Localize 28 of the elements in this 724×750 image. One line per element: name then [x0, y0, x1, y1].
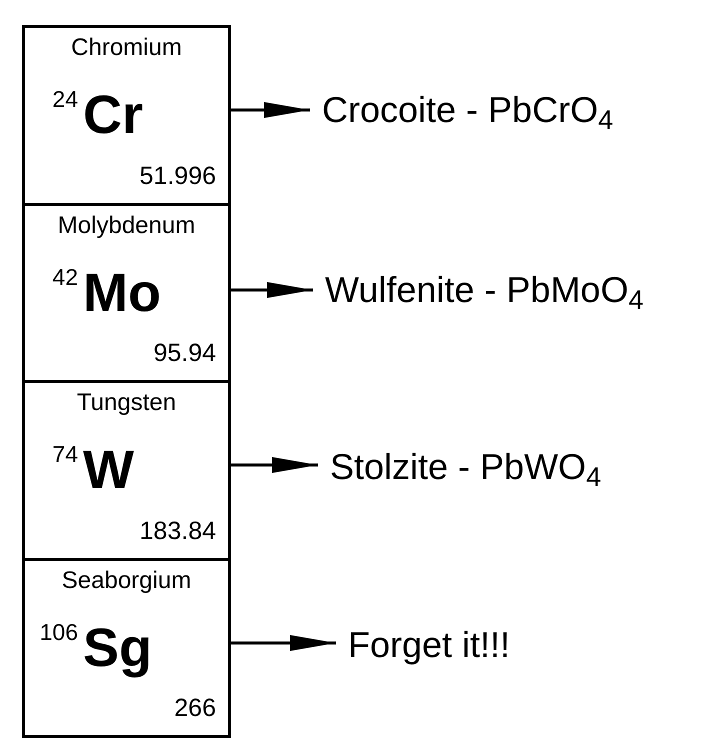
element-symbol: Cr	[83, 88, 144, 142]
atomic-number: 74	[51, 443, 78, 466]
atomic-mass: 95.94	[153, 341, 216, 366]
arrow	[231, 282, 313, 298]
atomic-mass: 183.84	[140, 519, 216, 544]
element-symbol: Mo	[83, 266, 161, 320]
element-symbol: Sg	[83, 621, 152, 675]
mineral-label: Forget it!!!	[348, 627, 510, 663]
atomic-number: 24	[51, 88, 78, 111]
atomic-number: 42	[51, 266, 78, 289]
element-name: Chromium	[70, 36, 183, 60]
element-name: Tungsten	[76, 391, 178, 415]
element-tile	[22, 203, 231, 383]
atomic-number: 106	[38, 621, 78, 644]
mineral-label: Stolzite - PbWO$_{4}$	[330, 449, 602, 485]
element-name: Molybdenum	[56, 214, 196, 238]
mineral-label: Wulfenite - PbMoO$_{4}$	[325, 272, 644, 308]
mineral-label: Crocoite - PbCrO$_{4}$	[322, 92, 614, 128]
arrow	[231, 102, 310, 118]
element-tile	[22, 380, 231, 561]
arrow	[231, 635, 336, 651]
element-name: Seaborgium	[60, 569, 192, 593]
atomic-mass: 51.996	[140, 164, 216, 189]
element-tile	[22, 558, 231, 738]
element-symbol: W	[83, 443, 134, 497]
element-tile	[22, 25, 231, 206]
atomic-mass: 266	[174, 696, 216, 721]
arrow	[231, 457, 318, 473]
